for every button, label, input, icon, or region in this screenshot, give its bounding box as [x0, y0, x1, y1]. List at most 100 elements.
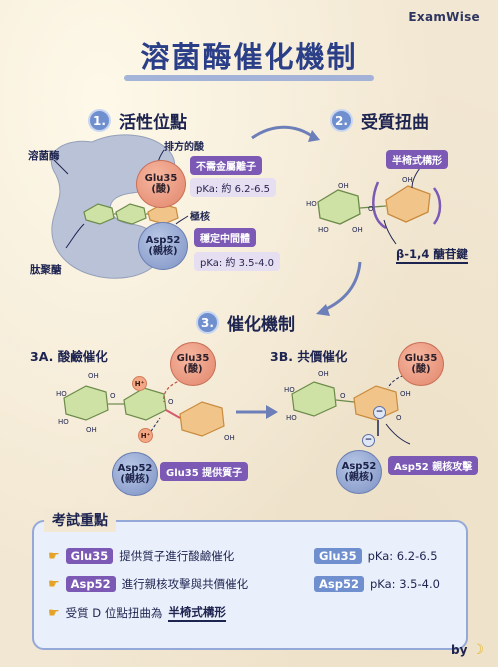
3b-asp52-residue: Asp52 (親核) — [336, 450, 382, 494]
3a-sugar-chain — [63, 385, 225, 437]
3b-nucleophilic-attack-tag: Asp52 親核攻擊 — [388, 456, 479, 475]
arrow-3a-to-3b-head — [266, 405, 278, 419]
section-2-title: 受質扭曲 — [361, 113, 429, 133]
3b-negative-charge-bottom: − — [362, 434, 375, 447]
asp52-name: Asp52 — [145, 234, 181, 246]
exam-pka-asp-value: pKa: 3.5-4.0 — [369, 577, 440, 591]
section-1-header: 1. 活性位點 — [88, 108, 187, 133]
section-3-title: 催化機制 — [227, 315, 295, 335]
exam-pka-glu: Glu35 pKa: 6.2-6.5 — [314, 548, 438, 564]
exam-point-3: ☛ 受質 D 位點扭曲為 半椅式構形 — [48, 604, 226, 622]
3a-asp52-name: Asp52 — [117, 462, 153, 474]
3b-asp52-role: (親核) — [344, 472, 374, 483]
section-3b-title: 3B. 共價催化 — [270, 349, 348, 364]
3a-proton-bottom: H⁺ — [138, 428, 153, 443]
glu35-residue: Glu35 (酸) — [136, 160, 186, 208]
pointing-hand-icon: ☛ — [48, 548, 60, 564]
chair-ring-highlight-2 — [432, 187, 442, 225]
exam-point-2: ☛ Asp52 進行親核攻擊與共價催化 — [48, 576, 248, 592]
svg-text:O: O — [396, 414, 402, 422]
glu-desc-label: 排方的酸 — [164, 142, 204, 153]
section-2-header: 2. 受質扭曲 — [330, 108, 429, 133]
3a-asp52-residue: Asp52 (親核) — [112, 452, 158, 496]
section-1-number: 1. — [88, 109, 111, 132]
3b-negative-charge-top: − — [373, 406, 386, 419]
exam-point-3-text: 受質 D 位點扭曲為 — [65, 606, 163, 620]
section-1-title: 活性位點 — [119, 113, 187, 133]
glycosidic-bond-label: β-1,4 醣苷鍵 — [396, 246, 468, 264]
half-chair-tag: 半椅式構形 — [386, 150, 448, 169]
3a-glu35-role: (酸) — [183, 364, 203, 375]
enzyme-label-pointer — [53, 159, 69, 175]
exam-point-3-emphasis: 半椅式構形 — [168, 604, 226, 622]
chain-label-pointer — [65, 223, 85, 249]
3b-glu35-residue: Glu35 (酸) — [398, 342, 444, 386]
pointing-hand-icon: ☛ — [48, 605, 60, 621]
asp-pka-tag: pKa: 約 3.5-4.0 — [194, 252, 280, 271]
brand-logo-text: ExamWise — [408, 10, 480, 24]
distorted-substrate — [317, 185, 431, 225]
svg-text:HO: HO — [286, 414, 297, 422]
exam-point-2-chip: Asp52 — [65, 576, 116, 592]
asp52-residue: Asp52 (親核) — [138, 222, 188, 270]
asp52-role: (親核) — [148, 246, 178, 257]
peptidoglycan-label: 肽聚醣 — [30, 264, 62, 276]
bond-label-pointer — [383, 219, 397, 245]
3a-proton-donor-tag: Glu35 提供質子 — [160, 462, 249, 481]
active-site-sugar-chain — [83, 203, 179, 225]
svg-text:O: O — [340, 392, 346, 400]
3b-sugar-chain — [291, 381, 399, 421]
asp-desc-label: 極核 — [190, 212, 210, 223]
exam-key-points-title: 考試重點 — [44, 508, 116, 532]
3b-attack-arrow — [385, 423, 411, 445]
glu35-role: (酸) — [151, 184, 171, 195]
3b-asp52-name: Asp52 — [341, 460, 377, 472]
enzyme-label: 溶菌酶 — [28, 150, 60, 162]
svg-text:OH: OH — [86, 426, 97, 434]
exam-pka-asp: Asp52 pKa: 3.5-4.0 — [314, 576, 440, 592]
3a-glu35-name: Glu35 — [176, 352, 210, 364]
arrow-1-to-2-head — [308, 130, 320, 142]
svg-text:OH: OH — [400, 390, 411, 398]
svg-text:OH: OH — [224, 434, 235, 442]
byline-text: by — [451, 643, 468, 657]
section-3-number: 3. — [196, 311, 219, 334]
svg-text:OH: OH — [88, 372, 99, 380]
pointing-hand-icon: ☛ — [48, 576, 60, 592]
3a-glu35-residue: Glu35 (酸) — [170, 342, 216, 386]
arrow-2-to-3-head — [316, 304, 330, 316]
title-underline — [124, 75, 374, 81]
section-2-number: 2. — [330, 109, 353, 132]
byline: by ☽ — [451, 642, 484, 658]
glu-property-tag: 不需金屬離子 — [190, 156, 262, 175]
exam-point-2-text: 進行親核攻擊與共價催化 — [121, 577, 249, 591]
3a-proton-top: H⁺ — [132, 376, 147, 391]
svg-text:OH: OH — [338, 182, 349, 190]
svg-text:OH: OH — [352, 226, 363, 234]
svg-text:HO: HO — [56, 390, 67, 398]
glu35-name: Glu35 — [144, 172, 178, 184]
asp-property-tag: 穩定中間體 — [194, 228, 256, 247]
svg-text:O: O — [110, 392, 116, 400]
svg-text:HO: HO — [306, 200, 317, 208]
exam-point-1: ☛ Glu35 提供質子進行酸鹼催化 — [48, 548, 234, 564]
section-3-header: 3. 催化機制 — [196, 310, 295, 335]
3b-glu-link — [387, 371, 419, 389]
svg-text:OH: OH — [318, 370, 329, 378]
exam-pka-asp-chip: Asp52 — [314, 576, 364, 592]
3b-glu35-role: (酸) — [411, 364, 431, 375]
page-title: 溶菌酶催化機制 — [140, 40, 358, 74]
exam-pka-glu-chip: Glu35 — [314, 548, 362, 564]
arrow-2-to-3 — [323, 261, 362, 312]
3b-glu35-name: Glu35 — [404, 352, 438, 364]
exam-point-1-text: 提供質子進行酸鹼催化 — [119, 549, 235, 563]
exam-point-1-chip: Glu35 — [65, 548, 114, 564]
svg-text:O: O — [368, 205, 374, 213]
svg-text:HO: HO — [284, 386, 295, 394]
section-3a-title: 3A. 酸鹼催化 — [30, 349, 108, 364]
chair-tag-pointer — [411, 167, 421, 189]
glu-pka-tag: pKa: 約 6.2-6.5 — [190, 178, 276, 197]
svg-text:O: O — [168, 398, 174, 406]
exam-pka-glu-value: pKa: 6.2-6.5 — [367, 549, 438, 563]
